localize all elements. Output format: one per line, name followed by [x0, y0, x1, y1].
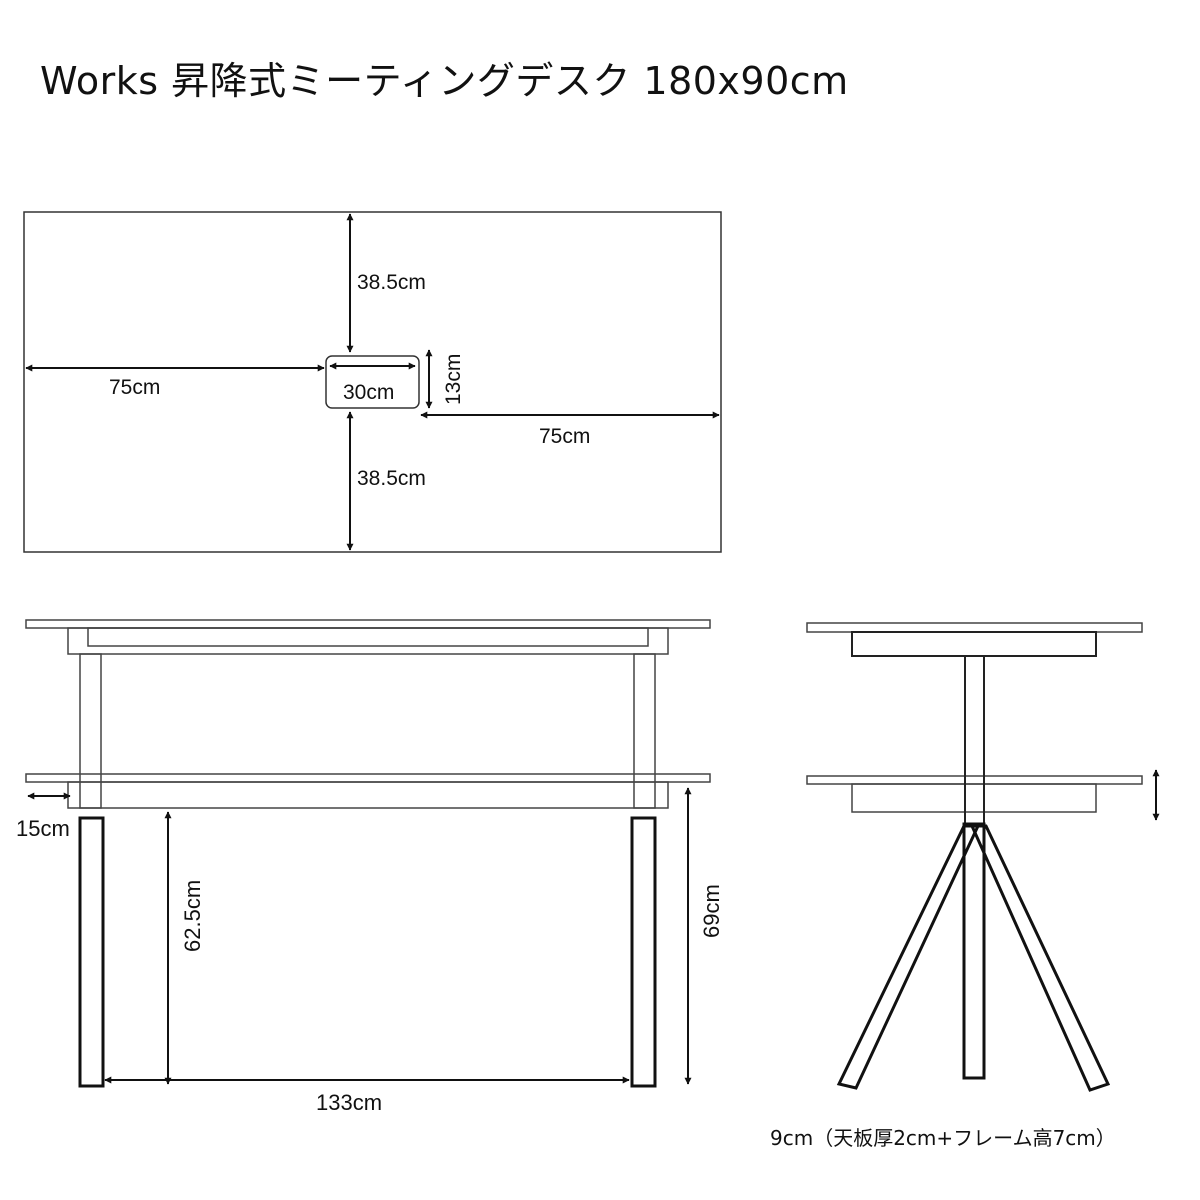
- side-center-leg: [962, 822, 986, 1080]
- lower-tabletop: [25, 773, 711, 783]
- label-leg-span: 133cm: [316, 1090, 382, 1115]
- left-leg: [78, 816, 105, 1088]
- side-view-note: 9cm（天板厚2cm+フレーム高7cm）: [770, 1126, 1116, 1150]
- label-overhang: 15cm: [16, 816, 70, 841]
- label-cutout-depth: 13cm: [442, 354, 465, 405]
- label-min-height: 62.5cm: [180, 880, 205, 952]
- top-view-labels: 38.5cm 38.5cm 75cm 75cm 30cm 13cm: [109, 271, 590, 490]
- right-leg: [630, 816, 657, 1088]
- side-left-leg: [836, 824, 981, 1090]
- side-view-legs: [836, 822, 1111, 1092]
- side-upper-frame: [851, 631, 1097, 657]
- side-center-column: [964, 655, 985, 827]
- page-title: Works 昇降式ミーティングデスク 180x90cm: [40, 59, 849, 103]
- label-max-height: 69cm: [699, 884, 724, 938]
- front-view-dimensions: [27, 787, 692, 1085]
- tabletop-outline: [23, 211, 722, 553]
- cable-cutout: [325, 355, 420, 409]
- side-lower-tabletop: [806, 775, 1143, 785]
- label-dim-left: 75cm: [109, 376, 160, 399]
- label-dim-right: 75cm: [539, 425, 590, 448]
- lower-frame: [67, 781, 669, 809]
- side-view: [806, 622, 1143, 827]
- label-cutout-width: 30cm: [343, 381, 394, 404]
- front-view: [25, 619, 711, 1088]
- side-upper-tabletop: [806, 622, 1143, 633]
- upper-frame-inner: [87, 627, 649, 647]
- upper-tabletop: [25, 619, 711, 629]
- right-leg-column: [633, 653, 656, 809]
- label-dim-bottom: 38.5cm: [357, 467, 426, 490]
- side-right-leg: [969, 824, 1111, 1092]
- front-view-labels: 15cm 62.5cm 69cm 133cm: [16, 816, 724, 1115]
- top-view: [23, 211, 722, 553]
- top-view-dimensions: [25, 213, 720, 551]
- side-lower-frame: [851, 783, 1097, 813]
- left-leg-column: [79, 653, 102, 809]
- label-dim-top: 38.5cm: [357, 271, 426, 294]
- upper-frame: [67, 627, 669, 655]
